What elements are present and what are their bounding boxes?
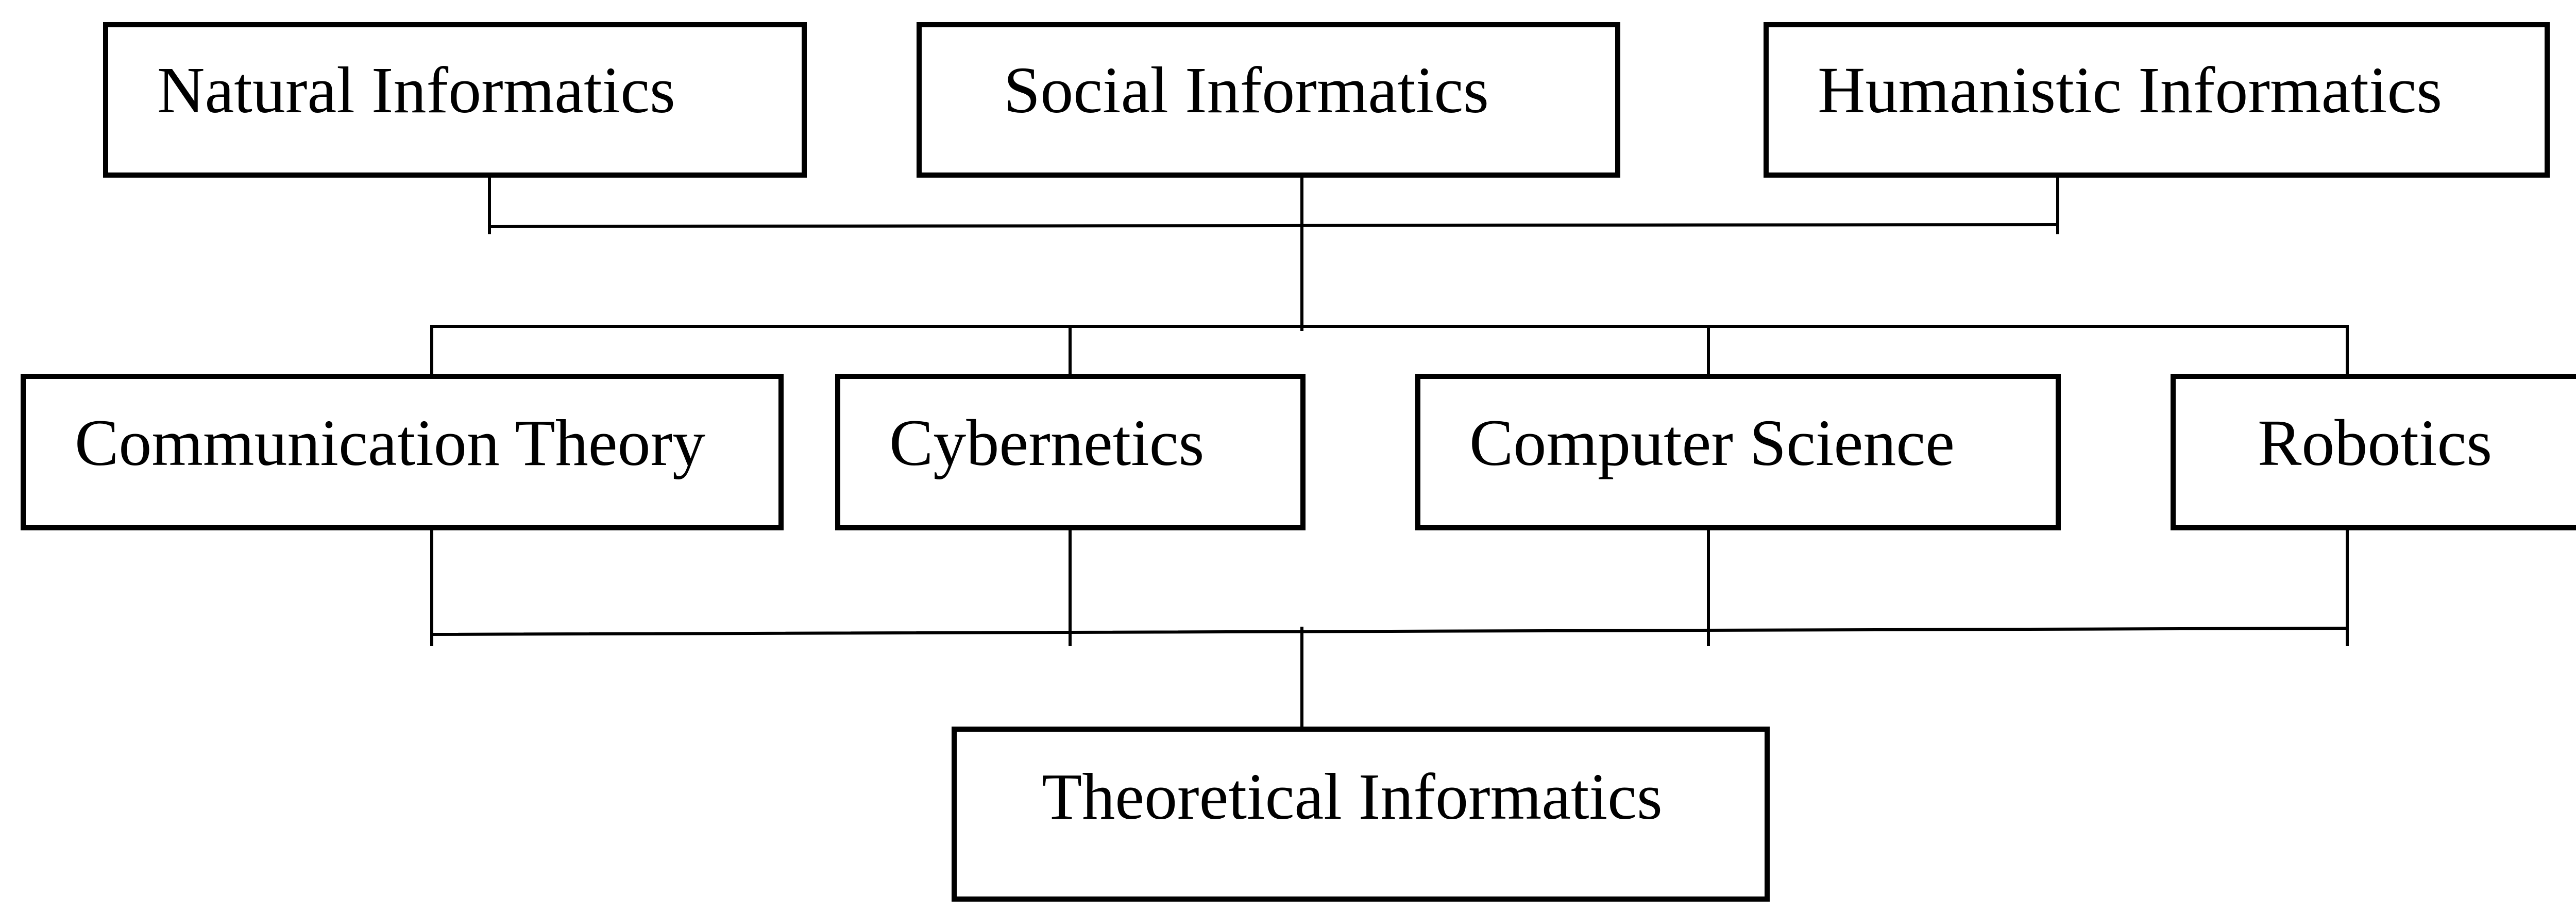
node-theoretical-informatics: Theoretical Informatics <box>952 727 1770 902</box>
node-box <box>1764 22 2550 178</box>
node-cybernetics: Cybernetics <box>835 374 1306 530</box>
node-label: Theoretical Informatics <box>1042 760 1663 833</box>
connectors-middle <box>430 325 2349 387</box>
node-box <box>917 22 1620 178</box>
node-humanistic-informatics: Humanistic Informatics <box>1764 22 2550 178</box>
node-label: Cybernetics <box>889 406 1204 479</box>
node-box <box>835 374 1306 530</box>
node-natural-informatics: Natural Informatics <box>103 22 807 178</box>
node-communication-theory: Communication Theory <box>21 374 784 530</box>
node-box <box>21 374 784 530</box>
connector-bottom-bus <box>430 626 2349 636</box>
node-label: Computer Science <box>1469 406 1955 479</box>
node-label: Natural Informatics <box>157 54 675 127</box>
connectors-bottom <box>430 526 2349 734</box>
node-computer-science: Computer Science <box>1415 374 2061 530</box>
node-label: Robotics <box>2258 406 2492 479</box>
node-social-informatics: Social Informatics <box>917 22 1620 178</box>
node-box <box>1415 374 2061 530</box>
connector-top-bus <box>487 222 2060 229</box>
node-box <box>2171 374 2576 530</box>
node-label: Social Informatics <box>1004 54 1489 127</box>
connectors-top <box>487 174 2060 331</box>
node-label: Communication Theory <box>75 406 705 479</box>
node-box <box>103 22 807 178</box>
node-label: Humanistic Informatics <box>1818 54 2442 127</box>
node-box <box>952 727 1770 902</box>
node-robotics: Robotics <box>2171 374 2576 530</box>
